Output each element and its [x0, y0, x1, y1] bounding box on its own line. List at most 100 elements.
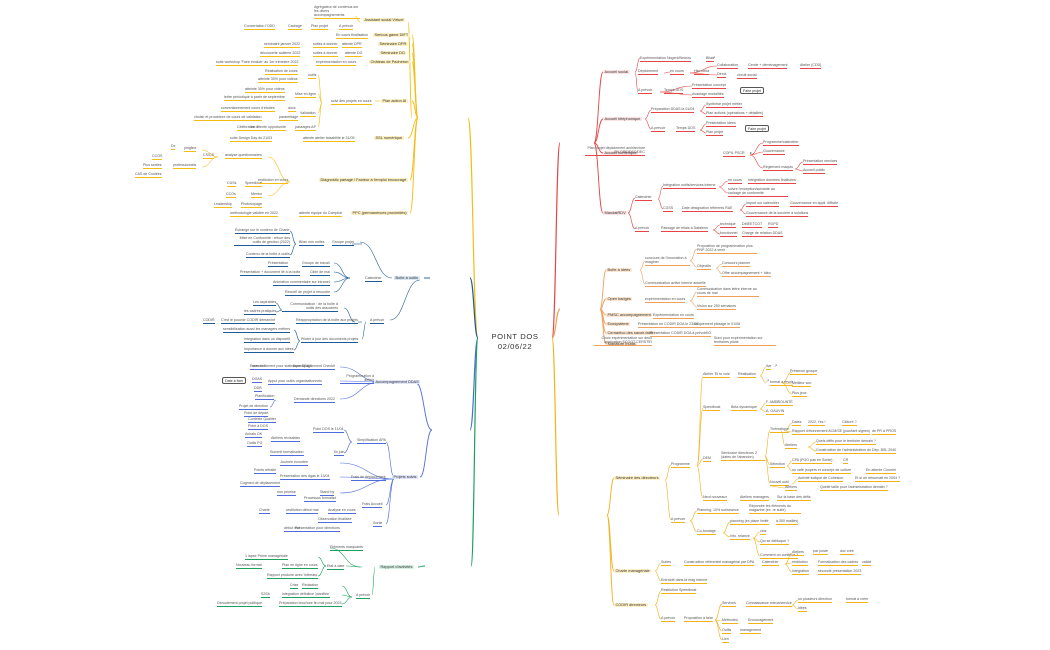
node-accueil-fonctionnel[interactable]: fonctionnel: [720, 231, 738, 236]
node-accueil-cercle[interactable]: Cercle + déménagement: [748, 63, 788, 68]
node-accompagnement-choisir[interactable]: choisir et procédure de cours de validat…: [194, 115, 262, 120]
node-accompagnement-suivi[interactable]: suivi des projets en cours: [331, 99, 372, 104]
node-accompagnement-atteinte[interactable]: atteinte 30% pour vidéos: [258, 77, 298, 82]
node-accompagnement-attente-dpr[interactable]: attente DPR: [342, 42, 362, 47]
node-accompagnement-ces25[interactable]: CS/CS: [203, 153, 214, 158]
node-segmentation-crise[interactable]: Crise: [290, 583, 299, 588]
node-communication-ateliers[interactable]: Ateliers: [785, 443, 797, 448]
node-accompagnement-ssl[interactable]: SSL numérique: [374, 135, 404, 141]
node-accompagnement-pingline[interactable]: pingline: [184, 146, 197, 151]
node-communication-formalisation[interactable]: Formalisation des cadres: [818, 560, 859, 565]
node-communication-programme[interactable]: Programme: [671, 462, 690, 467]
node-accompagnement-conventionnement[interactable]: conventionnement cours d'études: [221, 106, 275, 111]
node-accompagnement-attente-opportunite[interactable]: en attente opportunité: [251, 125, 286, 130]
external-link-icon[interactable]: ↗: [776, 399, 780, 404]
node-accompagnement-reste[interactable]: Réalisation de cours: [265, 69, 298, 74]
branch-management[interactable]: Management de projet: [430, 271, 470, 286]
node-accompagnement-docs[interactable]: docs: [288, 106, 296, 111]
branch-accueil[interactable]: ACCUEIL: [560, 138, 594, 147]
node-accueil-avantage[interactable]: Avantage modalités: [692, 92, 724, 97]
node-initiatives-cerna[interactable]: Cerna/éco des savoir-faire: [606, 330, 655, 336]
node-initiatives-signature[interactable]: Signature mutlis: [606, 341, 637, 347]
node-accompagnement-attente-equipe[interactable]: attente équipe du Comptoir: [299, 211, 343, 216]
node-accueil-prep-ddas[interactable]: Préparation DDAS la 01/04: [651, 107, 695, 112]
note-accueil-faire-projet2[interactable]: Faire projet: [745, 125, 770, 133]
node-segmentation-redaction[interactable]: Rédaction: [302, 583, 319, 588]
node-approche-planification[interactable]: Planification: [255, 394, 275, 399]
node-accueil-temps-dos[interactable]: Temps DOS: [664, 88, 684, 93]
note-approche-date-a-fixer[interactable]: Date à fixer: [222, 377, 247, 385]
node-approche-achat-ok[interactable]: Achats OK: [245, 432, 263, 437]
node-initiatives-boite-idees[interactable]: Boîte à idées: [606, 267, 632, 273]
node-accompagnement-seminaire-dpr[interactable]: Séminaire DPR: [378, 41, 408, 47]
node-accompagnement-chateau[interactable]: Château de Pacheron: [369, 59, 410, 65]
node-communication-un-ou-plus[interactable]: un plusieurs direction: [798, 597, 832, 602]
node-communication-charte[interactable]: Charte managériale: [614, 568, 652, 574]
node-accueil-en-cours2[interactable]: en cours: [728, 178, 742, 183]
node-accueil-acc-numerique[interactable]: Accueil numérique: [603, 150, 639, 156]
node-approche-programmation[interactable]: Programmation à définir: [340, 374, 374, 383]
node-communication-cloture[interactable]: Clôturé ?: [842, 420, 857, 425]
branch-segmentation[interactable]: SEGMENTATION STRATEGIQUE: [425, 559, 471, 574]
node-accompagnement-mise-en-ligne[interactable]: Mise en ligne: [295, 92, 317, 97]
node-approche-projet-direction[interactable]: Projet de direction: [239, 404, 268, 409]
node-accompagnement-semainier[interactable]: séminaire janvier 2022: [264, 42, 301, 47]
node-communication-a-prevoir-box[interactable]: A prévoir: [671, 517, 686, 522]
node-accueil-atelier[interactable]: Atelier (CDD): [800, 63, 822, 68]
node-management-cible[interactable]: Cible de mai: [310, 270, 330, 275]
node-approche-ateliers-reviseurs[interactable]: Ateliers révisables: [271, 436, 301, 441]
node-initiatives-suivi-experimentation[interactable]: Suivi pour expérimentation sur territoir…: [714, 336, 776, 345]
node-management-groupe-projet[interactable]: Groupe projet: [332, 240, 354, 245]
node-communication-meilleur-son[interactable]: Meilleur son: [792, 381, 812, 386]
node-approche-analyse[interactable]: Analyse en cours: [328, 508, 356, 513]
node-management-boite-outils[interactable]: Boîte à outils: [394, 275, 420, 281]
node-management-groupe-travail[interactable]: Groupe de travail: [302, 261, 330, 266]
node-communication-plus-jeux[interactable]: Plus jeux: [792, 391, 807, 396]
node-accueil-collaboration[interactable]: Collaboration: [717, 63, 739, 68]
node-management-bilan[interactable]: Bilan non nolles: [299, 240, 325, 245]
node-communication-par-poste[interactable]: par poste: [813, 549, 828, 554]
node-accompagnement-lettre[interactable]: lettre périodique à partir de septembre: [224, 95, 285, 100]
node-accueil-en-cours[interactable]: en cours: [670, 69, 684, 74]
node-management-calendrier[interactable]: Calendrier: [365, 276, 382, 281]
node-segmentation-a-prevoir[interactable]: A prévoir: [356, 593, 371, 598]
node-segmentation-preparation[interactable]: Préparation brochure fin mai pour 2023: [279, 601, 342, 606]
node-communication-dem[interactable]: DEM: [703, 456, 711, 461]
node-accompagnement-suite-workshop[interactable]: suite workshop 'Faire évoluer' au 1er tr…: [216, 60, 299, 65]
node-approche-frais[interactable]: Frais de déplacement: [351, 475, 386, 480]
node-communication-en-attente[interactable]: En attente Courriel: [866, 468, 896, 473]
node-approche-dgas[interactable]: DGAS: [252, 377, 263, 382]
node-accompagnement-dx[interactable]: Dx: [171, 144, 176, 149]
node-management-cmd[interactable]: C'est le pouvoir CODIR démarché: [221, 318, 276, 323]
node-communication-bon-voir[interactable]: idées: [798, 606, 807, 611]
node-approche-contexte[interactable]: Contexte Qualiter: [248, 417, 276, 422]
node-accompagnement-a-prevoir[interactable]: A prévoir: [339, 24, 354, 29]
node-accueil-a-prevoir3[interactable]: A prévoir: [635, 226, 650, 231]
node-communication-culture[interactable]: Lien: [722, 637, 729, 642]
node-accompagnement-ces[interactable]: CAS de Coulées: [135, 172, 162, 177]
node-accueil-acc-tel[interactable]: Accueil téléphonique: [603, 116, 642, 122]
node-accueil-presentation-services[interactable]: Présentation services: [803, 159, 838, 164]
node-management-communication[interactable]: Communication : de la boîte à outils des…: [282, 302, 338, 311]
node-approche-outils-pg[interactable]: Outils PG: [247, 441, 263, 446]
node-accueil-presentation-idees[interactable]: Présentation idées: [706, 121, 736, 126]
node-communication-clos[interactable]: clos: [760, 529, 767, 534]
node-segmentation-s2sb[interactable]: S2Sb: [261, 592, 270, 597]
node-initiatives-offre[interactable]: Offre accompagnement + Idéo: [722, 271, 771, 276]
node-approche-acc-ddas[interactable]: Accompagnement DDAS: [374, 379, 421, 385]
node-communication-sur-la-base[interactable]: Sur la base des défis: [777, 495, 811, 500]
node-communication-places[interactable]: à 300 maillés): [776, 519, 799, 524]
node-management-recueil[interactable]: Recueil de projet à résoudre: [285, 290, 331, 295]
node-accueil-a-prevoir2[interactable]: A prévoir: [651, 126, 666, 131]
node-accueil-reglement[interactable]: Règlement maquis: [763, 165, 793, 170]
node-communication-cloture-date[interactable]: de PR à PROS: [872, 429, 897, 434]
node-communication-comment[interactable]: Comment on continue ?: [760, 553, 799, 558]
node-communication-entraide[interactable]: Entraîdé dans la mag Interne: [661, 578, 708, 583]
node-initiatives-concours-planner[interactable]: Concours planner: [722, 261, 751, 266]
node-accompagnement-ccos2[interactable]: CCOs: [226, 192, 236, 197]
node-communication-rapport[interactable]: Rapport d'étonnement ACM/SE (pourtant si…: [792, 429, 870, 434]
node-approche-non-priorise[interactable]: non priorisé: [277, 490, 296, 495]
node-segmentation-elements-marquants[interactable]: Eléments marquants: [330, 545, 363, 550]
node-communication-planning-places[interactable]: planning (ex place limité: [730, 519, 769, 524]
node-approche-frais-accueil[interactable]: Frais Accueil: [362, 502, 383, 507]
